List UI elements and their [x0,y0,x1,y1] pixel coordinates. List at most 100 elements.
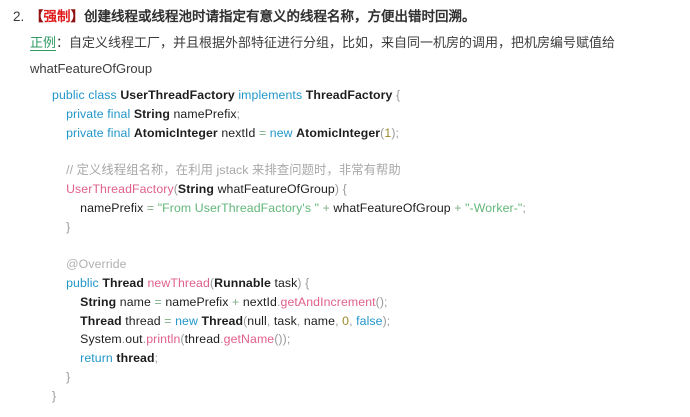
code-token: ) [334,181,340,196]
code-token: nextId [221,125,256,140]
code-token: , [266,313,274,328]
code-token: Thread [80,313,122,328]
code-token: thread [116,351,155,366]
code-token: final [107,125,131,140]
code-token: System [80,332,122,347]
code-line: } [52,387,680,406]
code-token: + [232,294,240,309]
code-token: ; [395,125,400,140]
code-token: @Override [66,257,127,272]
code-token: String [133,106,170,121]
code-token: ( [209,275,215,290]
example-description-wrap: whatFeatureOfGroup [30,61,153,76]
code-token: getName [223,332,275,347]
code-token: { [395,88,401,102]
code-line: private final String namePrefix; [52,105,680,124]
code-token: ( [243,313,248,328]
code-token: AtomicInteger [296,125,381,140]
code-token [52,107,66,121]
code-token [52,257,66,271]
code-token: false [356,313,383,328]
code-token: AtomicInteger [133,125,218,140]
code-token: whatFeatureOfGroup [217,181,335,196]
code-line [52,236,680,255]
bracket-close: 】 [70,9,85,24]
code-token: 1 [384,125,392,140]
code-token [52,370,66,384]
code-token: task [273,313,297,328]
positive-example-paragraph: 正例：自定义线程工厂，并且根据外部特征进行分组，比如，来自同一机房的调用，把机房… [10,30,680,82]
example-description: 自定义线程工厂，并且根据外部特征进行分组，比如，来自同一机房的调用，把机房编号赋… [69,35,616,50]
code-token: ( [173,181,178,196]
code-token: ()) [274,332,287,347]
code-token: . [121,332,126,347]
code-token: public [52,88,85,102]
code-line: } [52,368,680,387]
code-token: println [146,332,181,347]
code-token: nextId [242,294,277,309]
mandatory-tag: 【强制】 [30,9,84,24]
code-token: thread [184,332,221,347]
code-token: Thread [201,313,244,328]
code-token: thread [125,313,161,328]
code-token: ( [380,125,385,140]
code-token: . [276,294,281,309]
code-token: = [146,200,155,215]
code-token: Runnable [214,275,271,290]
mandatory-label: 强制 [43,9,71,24]
code-token: ) [391,125,396,140]
code-line: // 定义线程组名称，在利用 jstack 来排查问题时，非常有帮助 [52,161,680,180]
code-token: private [66,106,104,121]
code-token: null [247,313,267,328]
code-token: Thread [102,275,144,290]
code-token: return [80,351,113,366]
code-token: . [220,332,224,347]
code-token: name [119,294,151,309]
code-token: public [66,275,99,290]
code-line [52,142,680,161]
positive-example-label: 正例 [30,35,57,51]
bracket-open: 【 [30,9,44,24]
code-token: ( [180,332,185,347]
code-token: "-Worker-" [465,200,523,215]
code-token: = [154,294,162,309]
code-token: new [175,313,198,328]
rule-heading: 2. 【强制】创建线程或线程池时请指定有意义的线程名称，方便出错时回溯。 [10,6,680,28]
code-token: , [335,313,343,328]
code-token: } [66,219,71,234]
code-line: } [52,218,680,237]
code-token: UserThreadFactory [66,181,174,196]
code-token: newThread [147,275,210,290]
code-token: , [296,313,304,328]
code-line: public class UserThreadFactory implement… [52,86,680,105]
code-token [52,314,80,328]
code-token: String [177,181,215,196]
code-token: ; [154,351,159,366]
code-token: + [322,200,330,215]
code-token: = [258,125,267,140]
code-token: out [125,332,143,347]
code-token: String [80,294,117,309]
code-token: "From UserThreadFactory's " [157,200,320,215]
code-token: ; [522,200,526,215]
code-token: { [305,275,310,290]
code-token: private [66,125,104,140]
code-token: UserThreadFactory [120,88,235,102]
code-token: () [375,294,385,309]
code-token: namePrefix [173,106,237,121]
code-token: ) [382,313,387,328]
code-token [52,182,66,196]
code-line: @Override [52,255,680,274]
code-line: return thread; [52,349,680,368]
rule-description: 创建线程或线程池时请指定有意义的线程名称，方便出错时回溯。 [84,9,476,24]
code-token [52,126,66,140]
code-token: ; [286,332,291,347]
code-token: { [342,181,347,196]
code-token: 0 [342,313,350,328]
example-colon: ： [56,35,70,50]
code-token: . [142,332,147,347]
code-token: implements [238,88,303,102]
code-token: name [303,313,336,328]
rule-text-line: 【强制】创建线程或线程池时请指定有意义的线程名称，方便出错时回溯。 [30,6,680,28]
